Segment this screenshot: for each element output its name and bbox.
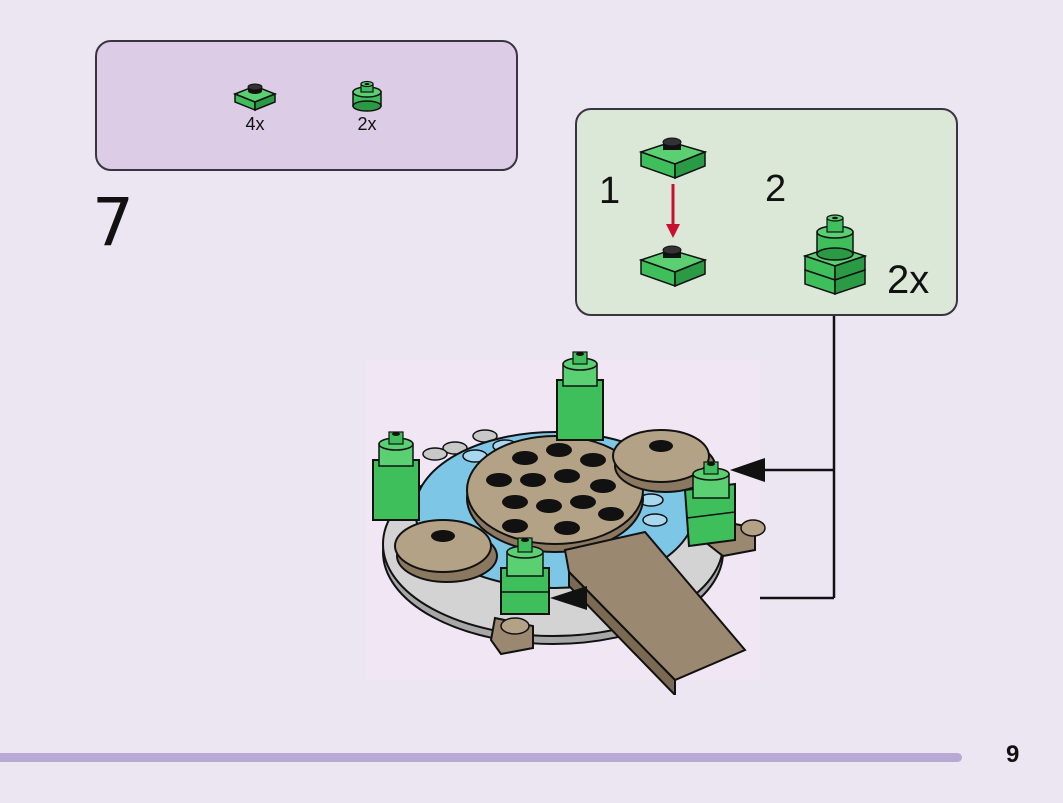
- sub-step-number: 2: [765, 168, 787, 210]
- sub-assembly-quantity: 2x: [887, 258, 930, 302]
- sub-assembly-box: 1 2 2x: [575, 108, 958, 316]
- page-number: 9: [1006, 741, 1020, 768]
- fountain-model-illustration: [365, 351, 766, 695]
- part-quantity: 4x: [245, 114, 265, 134]
- sub-step-1-illustration: [638, 137, 708, 288]
- step-number: 7: [92, 184, 134, 261]
- green-sub-assembly-front: [500, 537, 550, 615]
- placement-arrow-right: [730, 458, 765, 482]
- placement-arrow-front: [550, 586, 587, 610]
- sub-step-2-illustration: [802, 214, 868, 296]
- footer-bar: [0, 753, 962, 762]
- part-item: 2x: [337, 78, 397, 135]
- green-tower-left: [372, 431, 420, 521]
- green-sub-assembly-right: [683, 461, 736, 548]
- part-quantity: 2x: [357, 114, 377, 134]
- sub-step-number: 1: [599, 170, 621, 212]
- parts-list-box: 4x 2x: [95, 40, 518, 171]
- green-plate-icon: [232, 83, 278, 112]
- part-item: 4x: [225, 78, 285, 135]
- green-tower-top: [556, 351, 604, 441]
- green-round-brick-icon: [352, 80, 382, 112]
